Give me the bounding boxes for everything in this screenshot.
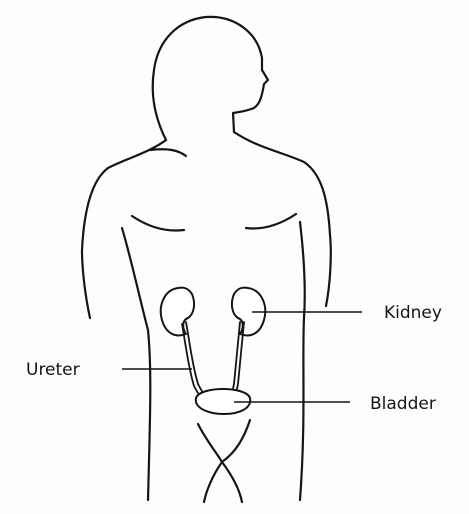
chest-left-line bbox=[132, 216, 184, 230]
kidney-label: Kidney bbox=[384, 303, 442, 323]
left-kidney bbox=[161, 288, 194, 336]
groin-right-outline bbox=[222, 420, 250, 502]
right-side-outline bbox=[300, 222, 305, 500]
ureter-label: Ureter bbox=[26, 360, 80, 380]
head-outline bbox=[153, 17, 268, 140]
groin-outline bbox=[198, 424, 222, 502]
body-outline bbox=[82, 17, 331, 502]
bladder-label: Bladder bbox=[370, 394, 436, 414]
left-side-outline bbox=[122, 228, 150, 500]
torso-left-outline bbox=[82, 140, 166, 318]
collar-line bbox=[150, 149, 186, 156]
chest-right-line bbox=[246, 214, 296, 228]
torso-right-outline bbox=[234, 132, 331, 306]
